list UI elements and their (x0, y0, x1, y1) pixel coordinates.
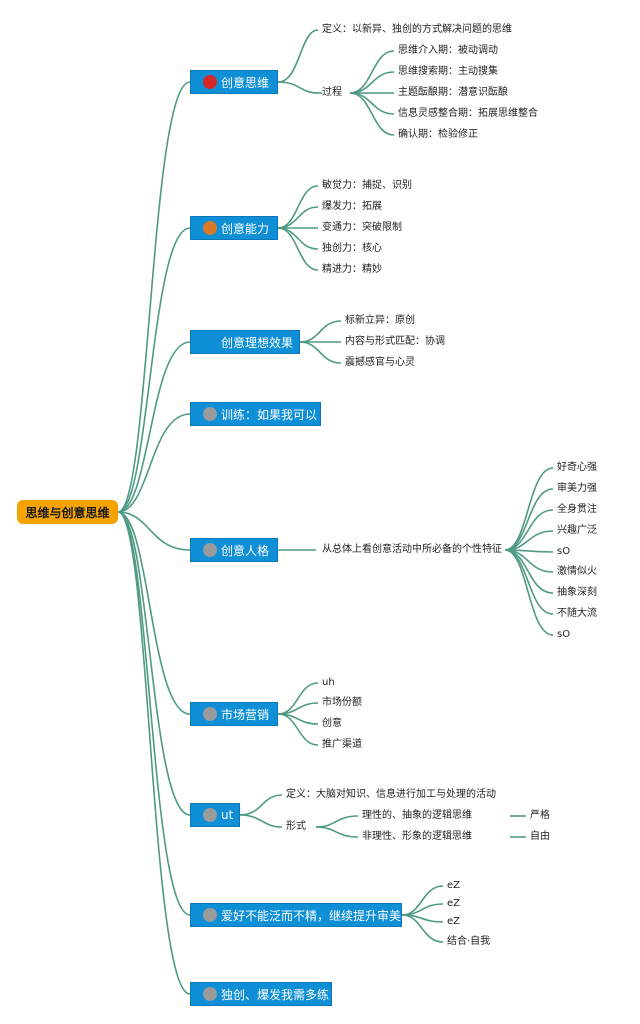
effect-leaf[interactable]: 标新立异：原创 (345, 315, 415, 326)
topic-creative-personality[interactable]: 创意人格 (190, 538, 278, 562)
form-note-leaf[interactable]: 严格 (530, 810, 550, 821)
connector-curve (349, 92, 395, 136)
stage-leaf[interactable]: 信息灵感整合期：拓展思维整合 (398, 108, 538, 119)
marketing-leaf[interactable]: 创意 (322, 718, 342, 729)
ability-leaf[interactable]: 爆发力：拓展 (322, 201, 382, 212)
connector-curve (504, 549, 554, 615)
marketing-leaf[interactable]: uh (322, 677, 335, 688)
connector-curve (117, 511, 191, 995)
topic-ideal-effect[interactable]: 创意理想效果 (190, 330, 300, 354)
connector-curve (401, 914, 444, 943)
connector-curve (349, 92, 395, 115)
connector-curve (349, 71, 395, 94)
stage-leaf[interactable]: 思维搜索期：主动搜集 (398, 66, 498, 77)
trait-leaf[interactable]: 审美力强 (557, 483, 597, 494)
gray-circle-icon (203, 707, 217, 721)
hobby-leaf[interactable]: eZ (447, 916, 461, 927)
red-circle-icon (203, 75, 217, 89)
stage-leaf[interactable]: 思维介入期：被动调动 (398, 45, 498, 56)
ability-leaf[interactable]: 独创力：核心 (322, 243, 382, 254)
trait-leaf[interactable]: sO (557, 546, 571, 557)
connector-curve (277, 29, 319, 83)
root-topic-label: 思维与创意思维 (25, 505, 110, 520)
effect-leaf[interactable]: 内容与形式匹配：协调 (345, 336, 445, 347)
topic-label: 创意能力 (221, 221, 270, 236)
hobby-leaf[interactable]: eZ (447, 880, 461, 891)
connector-curve (117, 511, 191, 551)
topic-originality[interactable]: 独创、爆发我需多练 (190, 982, 332, 1006)
topic-marketing[interactable]: 市场营销 (190, 702, 278, 726)
hobby-leaf[interactable]: 结合·自我 (447, 936, 491, 947)
personality-description-leaf[interactable]: 从总体上看创意活动中所必备的个性特征 (322, 544, 502, 555)
effect-leaf[interactable]: 震撼感官与心灵 (345, 357, 415, 368)
form-leaf[interactable]: 理性的、抽象的逻辑思维 (362, 810, 472, 821)
connector-curve (401, 885, 444, 916)
connector-curve (239, 814, 283, 828)
marketing-leaf[interactable]: 推广渠道 (322, 739, 362, 750)
trait-leaf[interactable]: 抽象深刻 (557, 587, 597, 598)
root-topic[interactable]: 思维与创意思维 (17, 500, 118, 524)
gray-circle-icon (203, 407, 217, 421)
ut-definition-leaf[interactable]: 定义：大脑对知识、信息进行加工与处理的活动 (286, 789, 496, 800)
trait-leaf[interactable]: 不随大流 (557, 608, 597, 619)
ability-leaf[interactable]: 敏觉力：捕捉、识别 (322, 180, 412, 191)
topic-creative-thinking[interactable]: 创意思维 (190, 70, 278, 94)
definition-leaf[interactable]: 定义：以新异、独创的方式解决问题的思维 (322, 24, 512, 35)
topic-label: 独创、爆发我需多练 (221, 987, 330, 1002)
connector-curve (117, 511, 191, 916)
orange-circle-icon (203, 221, 217, 235)
connector-curve (117, 227, 191, 513)
topic-label: 创意理想效果 (221, 335, 294, 350)
trait-leaf[interactable]: 兴趣广泛 (557, 525, 597, 536)
connector-curve (277, 227, 319, 250)
topic-label: 创意思维 (221, 75, 270, 90)
connector-curve (504, 549, 554, 636)
gray-circle-icon (203, 543, 217, 557)
connector-curve (504, 467, 554, 551)
ut-form-leaf[interactable]: 形式 (286, 821, 306, 832)
topic-label: 创意人格 (221, 543, 270, 558)
connector-curve (277, 227, 319, 271)
connector-curve (117, 413, 191, 513)
gray-circle-icon (203, 808, 217, 822)
trait-leaf[interactable]: 激情似火 (557, 566, 597, 577)
topic-label: 训练：如果我可以 (221, 407, 318, 422)
connector-curve (239, 794, 283, 816)
trait-leaf[interactable]: 全身贯注 (557, 504, 597, 515)
connector-curve (315, 826, 359, 838)
connector-curve (277, 206, 319, 229)
form-leaf[interactable]: 非理性、形象的逻辑思维 (362, 831, 472, 842)
ability-leaf[interactable]: 精进力：精妙 (322, 264, 382, 275)
marketing-leaf[interactable]: 市场份额 (322, 697, 362, 708)
connector-curve (117, 511, 191, 816)
connector-curve (117, 81, 191, 513)
gray-circle-icon (203, 987, 217, 1001)
trait-leaf[interactable]: 好奇心强 (557, 462, 597, 473)
connector-curve (299, 320, 342, 343)
form-note-leaf[interactable]: 自由 (530, 831, 550, 842)
trait-leaf[interactable]: sO (557, 629, 571, 640)
topic-training[interactable]: 训练：如果我可以 (190, 402, 321, 426)
stage-leaf[interactable]: 确认期：检验修正 (398, 129, 478, 140)
topic-ut[interactable]: ut (190, 803, 240, 827)
stage-leaf[interactable]: 主题酝酿期：潜意识酝酿 (398, 87, 508, 98)
topic-label: 市场营销 (221, 707, 270, 722)
ability-leaf[interactable]: 变通力：突破限制 (322, 222, 402, 233)
hobby-leaf[interactable]: eZ (447, 898, 461, 909)
connector-curve (315, 815, 359, 828)
process-leaf[interactable]: 过程 (322, 87, 342, 98)
connector-curve (277, 81, 319, 94)
gray-circle-icon (203, 908, 217, 922)
topic-label: 爱好不能泛而不精，继续提升审美 (221, 908, 402, 923)
connector-curve (117, 341, 191, 513)
connector-curve (277, 713, 319, 746)
connector-curve (299, 341, 342, 364)
topic-hobby[interactable]: 爱好不能泛而不精，继续提升审美 (190, 903, 402, 927)
connector-curve (117, 511, 191, 715)
topic-label: ut (221, 808, 234, 822)
topic-creative-ability[interactable]: 创意能力 (190, 216, 278, 240)
